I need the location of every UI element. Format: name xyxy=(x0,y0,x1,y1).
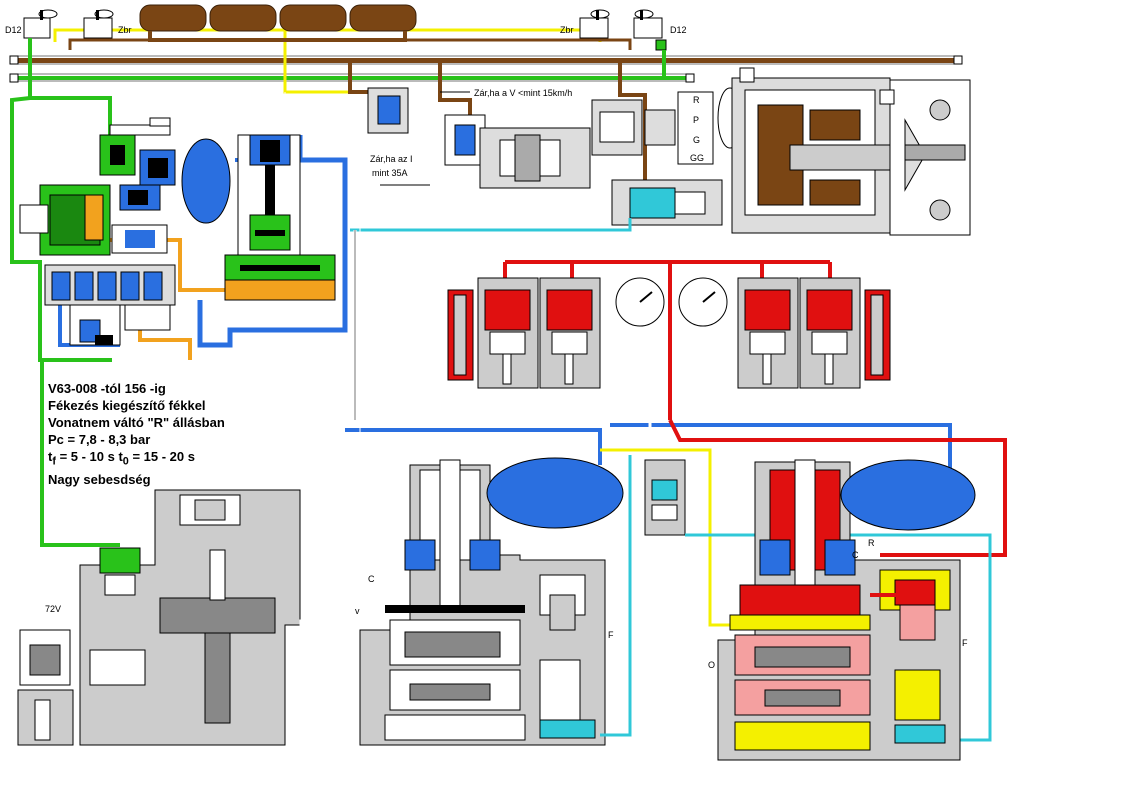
label-zbr-right: Zbr xyxy=(560,25,574,35)
label-72v: 72V xyxy=(45,604,61,614)
brake-cylinder-main xyxy=(731,67,971,236)
pressure-gauge-right xyxy=(678,277,728,327)
label-c-left: C xyxy=(368,574,375,584)
caption-t0-val: = 15 - 20 s xyxy=(128,449,195,464)
label-current-switch-1: Zár,ha az I xyxy=(370,154,413,164)
caption-tf: t xyxy=(48,449,53,464)
label-v-small: v xyxy=(355,606,360,616)
reservoir-blue-left xyxy=(181,138,231,224)
label-current-switch-2: mint 35A xyxy=(372,168,408,178)
small-check-valve xyxy=(644,459,686,536)
label-mode-g: G xyxy=(693,135,700,145)
pressure-gauge-left xyxy=(615,277,665,327)
distributor-valve-left xyxy=(359,459,606,746)
reservoir-blue-right xyxy=(840,459,976,531)
caption-line-1: V63-008 -tól 156 -ig xyxy=(48,381,166,396)
automatic-brake-valve-block xyxy=(19,117,176,346)
mode-selector-switch: R P G GG xyxy=(677,91,714,165)
brake-shoes-right xyxy=(864,289,891,381)
caption-line-4: Pc = 7,8 - 8,3 bar xyxy=(48,432,151,447)
brake-valve-d12-right xyxy=(633,9,667,51)
brake-cylinder-row xyxy=(477,277,861,389)
air-reservoir-2 xyxy=(209,4,277,32)
label-d12-left: D12 xyxy=(5,25,22,35)
label-f-right: F xyxy=(962,638,968,648)
driver-brake-valve-assembly xyxy=(79,489,301,746)
label-r-right: R xyxy=(868,538,875,548)
label-speed-switch: Zár,ha a V <mint 15km/h xyxy=(474,88,572,98)
label-f-left: F xyxy=(608,630,614,640)
caption-line-6: Nagy sebesdség xyxy=(48,471,151,487)
relay-valve-block xyxy=(224,134,336,301)
caption-line-2: Fékezés kiegészítő fékkel xyxy=(48,398,206,413)
magnet-valve-72v xyxy=(17,629,74,746)
label-mode-r: R xyxy=(693,95,700,105)
brake-shoes-left xyxy=(447,289,474,381)
label-d12-right: D12 xyxy=(670,25,687,35)
main-brown-pipe xyxy=(14,58,958,63)
label-c-right: C xyxy=(852,550,859,560)
caption-tf-sub: f xyxy=(52,455,56,468)
caption-tf-val: = 5 - 10 s t xyxy=(55,449,123,464)
air-reservoir-1 xyxy=(139,4,207,32)
electro-pneumatic-valve xyxy=(444,99,676,189)
caption-line-5: tf = 5 - 10 s t0 = 15 - 20 s xyxy=(48,448,288,471)
caption-t0-sub: 0 xyxy=(122,455,129,468)
cyan-relay-valve xyxy=(611,179,723,226)
label-zbr-left: Zbr xyxy=(118,25,132,35)
caption-line-3: Vonatnem váltó "R" állásban xyxy=(48,415,225,430)
reservoir-blue-middle xyxy=(486,457,624,529)
brake-valve-zbr-left xyxy=(83,9,114,39)
caption-block: V63-008 -tól 156 -ig Fékezés kiegészítő … xyxy=(48,380,288,488)
main-green-pipe xyxy=(14,76,694,80)
label-mode-p: P xyxy=(693,115,699,125)
label-o-right: O xyxy=(708,660,715,670)
air-reservoir-3 xyxy=(279,4,347,32)
brake-valve-d12-left xyxy=(23,9,58,39)
air-reservoir-4 xyxy=(349,4,417,32)
label-mode-gg: GG xyxy=(690,153,704,163)
brake-valve-zbr-right xyxy=(579,9,610,39)
distributor-valve-right xyxy=(717,459,961,761)
